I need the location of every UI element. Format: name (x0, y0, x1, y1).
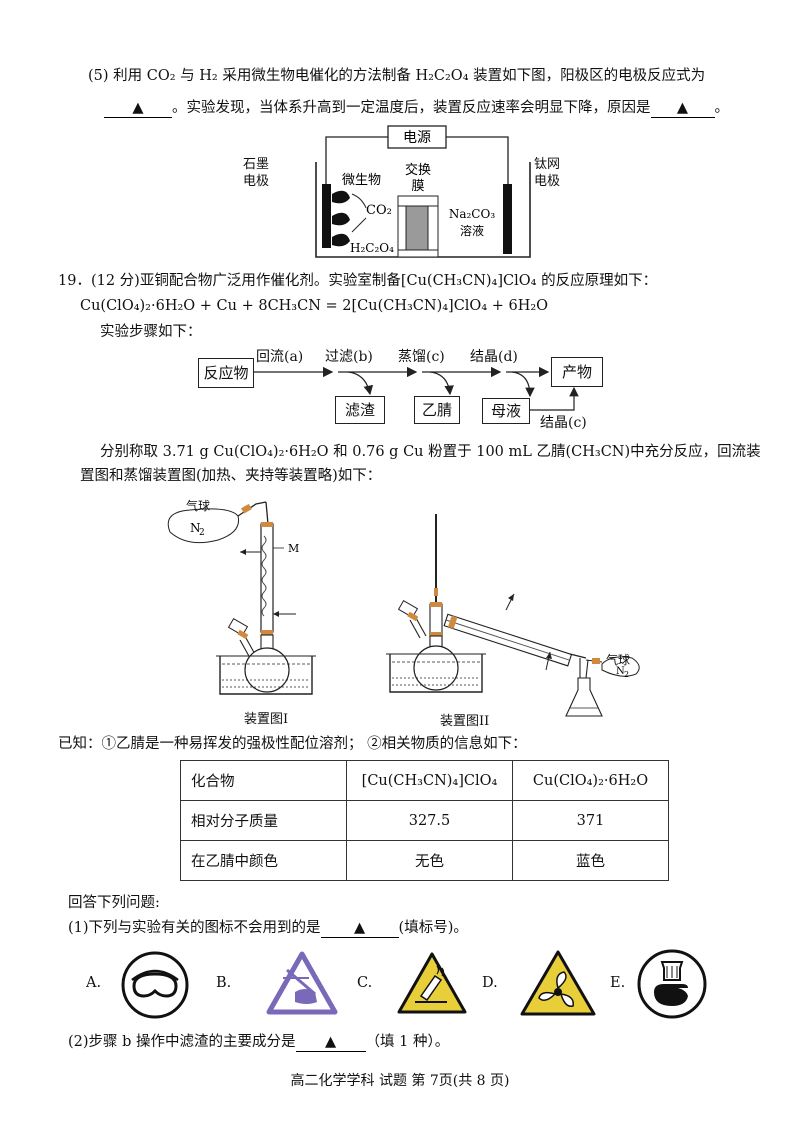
flow-residue-box: 滤渣 (335, 396, 385, 424)
table-row: 相对分子质量 327.5 371 (180, 800, 669, 841)
table-cell: 蓝色 (512, 840, 669, 881)
svg-text:2: 2 (199, 528, 205, 538)
flow-arrows (254, 366, 579, 411)
reflux-apparatus: N2 M (167, 501, 316, 695)
table-header-cell: Cu(ClO₄)₂·6H₂O (512, 760, 669, 801)
balloon-label-left: 气球 (186, 499, 211, 513)
flow-product-box: 产物 (551, 357, 603, 387)
procedure-line2: 置图和蒸馏装置图(加热、夹持等装置略)如下： (80, 468, 382, 484)
flow-recrystal: 结晶(c) (540, 415, 587, 431)
answer-blank[interactable]: ▲ (320, 919, 399, 938)
apparatus-caption-2: 装置图II (440, 714, 490, 729)
hot-surface-icon (397, 952, 467, 1014)
hand-washing-icon (637, 949, 707, 1019)
sub2-line: (2)步骤 b 操作中滤渣的主要成分是▲（填 1 种）。 (68, 1032, 449, 1052)
left-electrode-label: 石墨电极 (243, 157, 270, 189)
sub1-line: (1)下列与实验有关的图标不会用到的是▲(填标号)。 (68, 918, 468, 938)
right-electrode-label: 钛网电极 (534, 157, 561, 189)
electrolysis-cell-diagram: 电源 微生物 CO₂ H₂C₂O₄ 交换 膜 Na₂CO₃ 溶液 (315, 125, 531, 258)
q19-equation: Cu(ClO₄)₂·6H₂O + Cu + 8CH₃CN = 2[Cu(CH₃C… (80, 298, 549, 314)
flow-step-d: 结晶(d) (470, 349, 518, 365)
table-cell: 相对分子质量 (180, 800, 347, 841)
svg-text:2: 2 (624, 670, 629, 679)
co2-label: CO₂ (366, 203, 392, 218)
table-cell: 无色 (346, 840, 513, 881)
steps-intro: 实验步骤如下： (100, 324, 202, 340)
table-cell: 371 (512, 800, 669, 841)
sharp-object-icon (266, 951, 338, 1015)
q19-header: 19．(12 分)亚铜配合物广泛用作催化剂。实验室制备[Cu(CH₃CN)₄]C… (58, 273, 658, 289)
option-c-label: C. (357, 975, 373, 991)
sub2-text: (2)步骤 b 操作中滤渣的主要成分是 (68, 1034, 296, 1050)
page-footer: 高二化学学科 试题 第 7页(共 8 页) (290, 1073, 510, 1089)
answer-blank[interactable]: ▲ (104, 99, 172, 118)
option-b-label: B. (216, 975, 232, 991)
membrane-label-1: 交换 (405, 162, 431, 178)
flow-acetonitrile-box: 乙腈 (414, 396, 460, 424)
svg-text:N: N (616, 666, 625, 677)
ventilation-icon (520, 950, 596, 1016)
flow-step-b: 过滤(b) (325, 349, 373, 365)
procedure-line1: 分别称取 3.71 g Cu(ClO₄)₂·6H₂O 和 0.76 g Cu 粉… (100, 444, 761, 460)
apparatus-caption-1: 装置图I (244, 712, 289, 727)
answer-blank[interactable]: ▲ (295, 1033, 366, 1052)
goggles-icon (121, 951, 189, 1019)
known-text: 已知：①乙腈是一种易挥发的强极性配位溶剂； ②相关物质的信息如下： (58, 736, 527, 752)
sub2-post: （填 1 种）。 (365, 1034, 450, 1050)
svg-text:M: M (288, 542, 299, 555)
flow-step-a: 回流(a) (256, 349, 304, 365)
q5-line1: (5) 利用 CO₂ 与 H₂ 采用微生物电催化的方法制备 H₂C₂O₄ 装置如… (88, 68, 706, 84)
table-header-row: 化合物 [Cu(CH₃CN)₄]ClO₄ Cu(ClO₄)₂·6H₂O (180, 760, 669, 801)
h2c2o4-label: H₂C₂O₄ (350, 241, 394, 255)
option-a-label: A. (86, 975, 102, 991)
table-header-cell: 化合物 (180, 760, 347, 801)
compound-info-table: 化合物 [Cu(CH₃CN)₄]ClO₄ Cu(ClO₄)₂·6H₂O 相对分子… (180, 760, 669, 881)
power-label: 电源 (403, 130, 431, 146)
option-d-label: D. (482, 975, 498, 991)
balloon-label-right: 气球 (606, 653, 631, 667)
table-row: 在乙腈中颜色 无色 蓝色 (180, 840, 669, 881)
answer-blank[interactable]: ▲ (650, 99, 715, 118)
q5-line2-end: 。 (714, 100, 730, 116)
table-header-cell: [Cu(CH₃CN)₄]ClO₄ (346, 760, 513, 801)
flow-step-c: 蒸馏(c) (398, 349, 445, 365)
flow-reactant-box: 反应物 (198, 358, 254, 388)
solution-label-1: Na₂CO₃ (449, 207, 495, 221)
table-cell: 327.5 (346, 800, 513, 841)
sub1-text: (1)下列与实验有关的图标不会用到的是 (68, 920, 321, 936)
option-e-label: E. (610, 975, 626, 991)
svg-text:N: N (190, 521, 201, 535)
table-cell: 在乙腈中颜色 (180, 840, 347, 881)
answer-intro: 回答下列问题: (68, 895, 160, 911)
solution-label-2: 溶液 (460, 223, 484, 238)
microbe-label: 微生物 (342, 173, 381, 188)
q5-line2: ▲。实验发现，当体系升高到一定温度后，装置反应速率会明显下降，原因是▲。 (104, 98, 729, 118)
membrane-label-2: 膜 (411, 179, 424, 194)
sub1-post: (填标号)。 (398, 920, 468, 936)
flow-mother-liquor-box: 母液 (482, 398, 530, 424)
q5-line2-text: 。实验发现，当体系升高到一定温度后，装置反应速率会明显下降，原因是 (172, 100, 651, 116)
